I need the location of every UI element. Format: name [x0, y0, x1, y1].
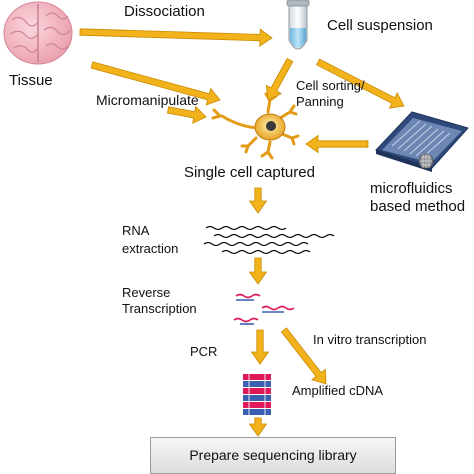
prepare-library-box: Prepare sequencing library: [150, 437, 396, 474]
label-cell-sorting-2: Panning: [296, 94, 344, 109]
arrow-chip-to-cell: [305, 134, 369, 154]
microfluidic-chip-icon: [375, 111, 469, 172]
label-rna-2: extraction: [122, 241, 179, 256]
pcr-product-icon: [243, 374, 271, 415]
arrow-micromanipulate: [166, 105, 207, 124]
arrow-ivt: [280, 327, 327, 385]
label-cell-sorting-1: Cell sorting/: [296, 78, 365, 93]
label-microfluidics-1: microfluidics: [370, 180, 453, 197]
arrow-tube-to-chip: [315, 58, 405, 109]
arrow-tissue-to-cell: [90, 61, 221, 106]
label-cell-suspension: Cell suspension: [327, 17, 433, 34]
rna-strands-icon: [203, 225, 335, 255]
label-prepare-library: Prepare sequencing library: [189, 447, 357, 463]
neuron-icon: [211, 92, 300, 160]
label-microfluidics-2: based method: [370, 198, 466, 215]
label-tissue: Tissue: [9, 72, 53, 89]
label-micromanipulate: Micromanipulate: [96, 92, 199, 108]
label-dissociation: Dissociation: [124, 3, 205, 20]
brain-icon: [3, 1, 73, 65]
label-rt-1: Reverse: [122, 285, 171, 300]
label-in-vitro-transcription: In vitro transcription: [313, 332, 427, 347]
arrow-cell-to-rna: [248, 187, 268, 214]
arrow-rt-to-pcr: [250, 329, 270, 365]
cdna-strands-icon: [233, 293, 295, 325]
test-tube-icon: [286, 0, 310, 50]
label-single-cell-captured: Single cell captured: [184, 164, 315, 181]
label-rna-1: RNA: [122, 223, 150, 238]
arrow-pcr-to-library: [248, 417, 268, 437]
label-rt-2: Transcription: [122, 301, 197, 316]
arrow-rna-to-rt: [248, 257, 268, 285]
label-amplified-cdna: Amplified cDNA: [292, 383, 384, 398]
arrow-dissociation: [79, 28, 273, 47]
label-pcr: PCR: [190, 344, 218, 359]
flow-arrows: [79, 28, 405, 437]
arrow-tube-to-cell: [265, 57, 294, 101]
